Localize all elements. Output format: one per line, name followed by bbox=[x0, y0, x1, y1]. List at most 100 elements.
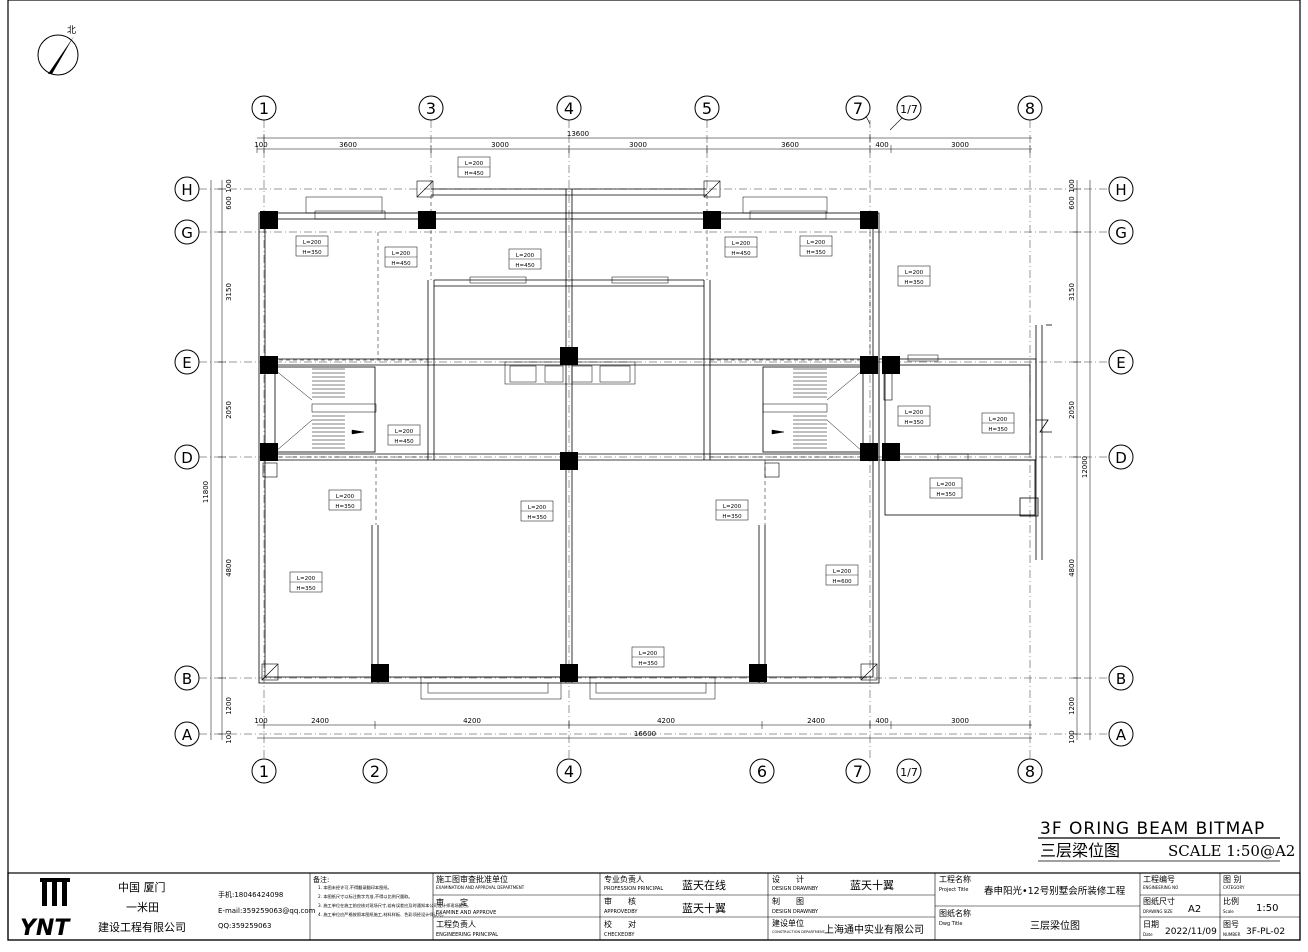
beam-tag-length: L=200 bbox=[297, 576, 316, 582]
right-axis-bubbles: H G E D B A bbox=[1108, 176, 1134, 747]
drawing-scale: SCALE 1:50@A2 bbox=[1168, 842, 1295, 860]
left-dimension-text: 100 600 3150 2050 4800 1200 100 11800 bbox=[202, 179, 233, 743]
title-block: YNT 中国 厦门 一米田 建设工程有限公司 手机:18046424098 E-… bbox=[7, 872, 1301, 941]
beam-tag-length: L=200 bbox=[465, 161, 484, 167]
dimension-label: 100 bbox=[225, 179, 233, 192]
axis-bubble-top: 5 bbox=[694, 95, 720, 121]
svg-text:B: B bbox=[182, 670, 192, 688]
svg-text:A: A bbox=[182, 726, 193, 744]
project-title: 春申阳光•12号别墅会所装修工程 bbox=[984, 885, 1126, 897]
top-dimension-text: 13600 100 3600 3000 3000 3600 400 3000 bbox=[254, 130, 969, 149]
dimension-label: 100 bbox=[1068, 730, 1076, 743]
notes-label: 备注: bbox=[313, 875, 329, 884]
beam-tag-length: L=200 bbox=[905, 270, 924, 276]
dimension-label: 16600 bbox=[634, 730, 656, 738]
eng-principal-en: ENGINEERING PRINCIPAL bbox=[436, 932, 498, 938]
project-name-label: 工程名称 bbox=[939, 874, 971, 884]
beam-tag-height: H=350 bbox=[335, 504, 355, 510]
bottom-axis-bubbles: 1 2 4 6 7 1/7 8 bbox=[251, 758, 1043, 784]
svg-text:H: H bbox=[181, 181, 192, 199]
dimension-label: 3150 bbox=[225, 283, 233, 301]
column bbox=[560, 664, 578, 682]
date-value: 2022/11/09 bbox=[1165, 927, 1217, 937]
dimension-label: 100 bbox=[254, 141, 267, 149]
axis-bubble-top: 8 bbox=[1017, 95, 1043, 121]
beam-tag-height: H=350 bbox=[904, 420, 924, 426]
prof-principal-en: PROFESSION PRINCIPAL bbox=[604, 886, 663, 892]
svg-text:7: 7 bbox=[853, 99, 863, 118]
svg-text:8: 8 bbox=[1025, 99, 1035, 118]
axis-bubble-right: H bbox=[1108, 176, 1134, 202]
note-line: 4. 施工单位应严格按照本图纸施工,材料样板、色彩须经设计师认可。 bbox=[318, 911, 446, 918]
axis-bubble-bottom: 1/7 bbox=[896, 758, 922, 784]
svg-text:E: E bbox=[182, 354, 191, 372]
column bbox=[560, 452, 578, 470]
dimension-label: 4800 bbox=[225, 559, 233, 577]
axis-bubble-left: B bbox=[174, 665, 200, 691]
company-line3: 建设工程有限公司 bbox=[98, 920, 186, 934]
company-email: E-mail:359259063@qq.com bbox=[218, 907, 316, 915]
dimension-label: 4800 bbox=[1068, 559, 1076, 577]
review-en: APPROVEDBY bbox=[604, 909, 638, 915]
svg-text:G: G bbox=[1115, 224, 1127, 242]
svg-text:D: D bbox=[1115, 449, 1127, 467]
svg-text:5: 5 bbox=[702, 99, 712, 118]
svg-text:H: H bbox=[1115, 181, 1126, 199]
svg-text:4: 4 bbox=[564, 99, 574, 118]
beam-tag-height: H=350 bbox=[722, 514, 742, 520]
column bbox=[260, 211, 278, 229]
svg-text:1: 1 bbox=[259, 762, 269, 781]
axis-bubble-left: H bbox=[174, 176, 200, 202]
beam-tag-length: L=200 bbox=[989, 417, 1008, 423]
dimension-label: 100 bbox=[1068, 179, 1076, 192]
dimension-label: 1200 bbox=[1068, 697, 1076, 715]
axis-bubble-bottom: 6 bbox=[749, 758, 775, 784]
examine-label: 审 定 bbox=[436, 897, 468, 907]
svg-text:1/7: 1/7 bbox=[900, 103, 918, 116]
draw-label: 制 图 bbox=[772, 896, 804, 906]
north-arrow-icon: 北 bbox=[37, 25, 79, 76]
build-unit-en: CONSTRUCTION DEPARTMENT bbox=[772, 930, 826, 934]
number-label: 图号 bbox=[1223, 920, 1239, 929]
dimension-label: 100 bbox=[254, 717, 267, 725]
axis-bubble-right: D bbox=[1108, 444, 1134, 470]
category-en: CATEGORY bbox=[1223, 885, 1245, 890]
beam-tag-length: L=200 bbox=[395, 429, 414, 435]
hatched-columns bbox=[261, 180, 893, 681]
beam-tag-length: L=200 bbox=[807, 240, 826, 246]
axis-bubble-bottom: 1 bbox=[251, 758, 277, 784]
bottom-dimension-text: 100 2400 4200 4200 2400 400 3000 16600 bbox=[254, 717, 969, 738]
company-line1: 中国 厦门 bbox=[118, 880, 166, 894]
approval-unit-label: 施工图审查批准单位 bbox=[436, 874, 508, 884]
check-en: CHECKEDBY bbox=[604, 932, 635, 938]
svg-text:4: 4 bbox=[564, 762, 574, 781]
note-line: 1. 本图未经许可,不得翻录翻印本图纸。 bbox=[318, 884, 392, 891]
beam-tag-height: H=350 bbox=[296, 586, 316, 592]
dimension-label: 400 bbox=[875, 717, 888, 725]
svg-text:G: G bbox=[181, 224, 193, 242]
scale-en: Scale bbox=[1223, 909, 1234, 914]
column bbox=[882, 356, 900, 374]
beam-tag-length: L=200 bbox=[723, 504, 742, 510]
beam-tag-height: H=450 bbox=[515, 263, 535, 269]
axis-bubble-top: 1 bbox=[251, 95, 277, 121]
beam-tag-height: H=350 bbox=[527, 515, 547, 521]
dimension-label: 100 bbox=[225, 730, 233, 743]
beam-tag-length: L=200 bbox=[937, 482, 956, 488]
axis-bubble-left: G bbox=[174, 219, 200, 245]
dwg-title-en: Dwg Title bbox=[939, 921, 962, 927]
top-axis-bubbles: 1 3 4 5 7 1/7 8 bbox=[251, 95, 1043, 131]
axis-bubble-top: 1/7 bbox=[896, 95, 922, 121]
beam-tag-height: H=450 bbox=[391, 261, 411, 267]
